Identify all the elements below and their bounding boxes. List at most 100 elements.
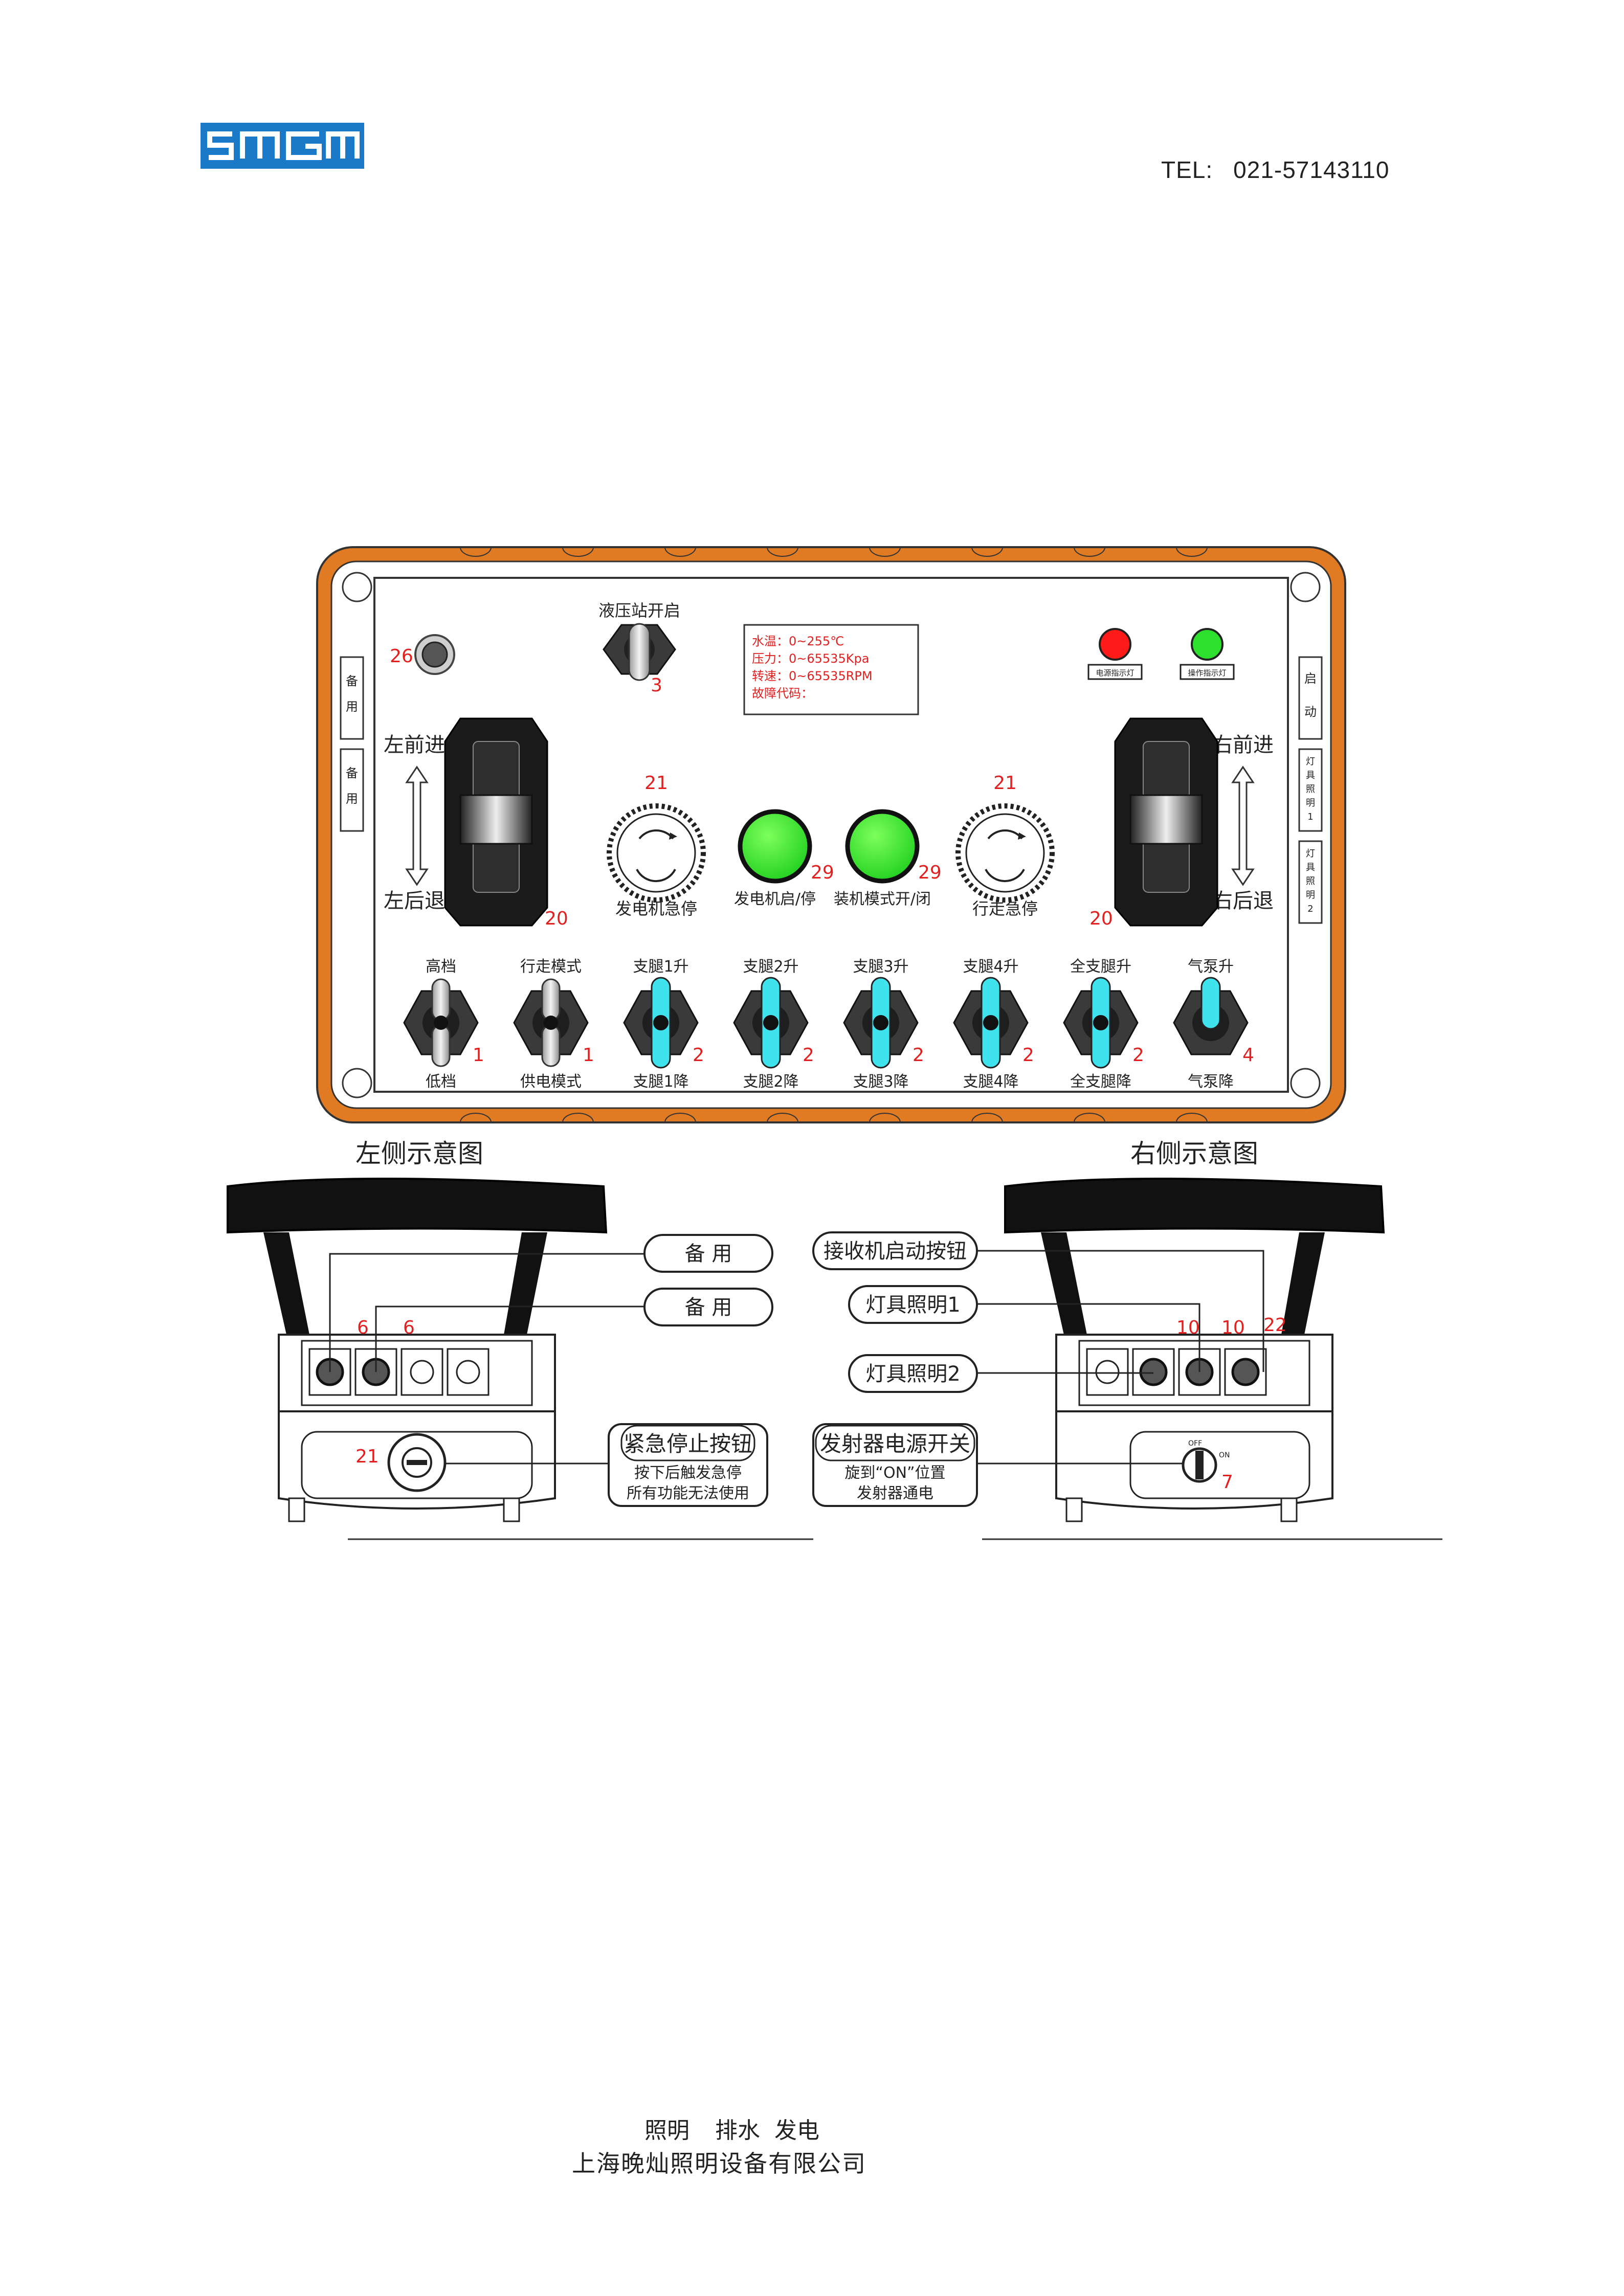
left-device (227, 1178, 813, 1540)
left-view-title: 左侧示意图 (355, 1139, 483, 1168)
toggle-switch-7[interactable] (1063, 977, 1139, 1069)
right-receiver-start-button[interactable] (1231, 1358, 1260, 1386)
generator-start-stop-button[interactable] (738, 809, 812, 884)
toggle-bottom-label-6: 支腿4降 (963, 1073, 1018, 1091)
toggle-num-6: 2 (1022, 1045, 1034, 1066)
knob-26-num: 26 (390, 646, 413, 667)
toggle-num-7: 2 (1132, 1045, 1144, 1066)
left-rail-1a: 备 (346, 674, 358, 688)
hydraulic-num: 3 (651, 675, 662, 696)
toggle-switch-1[interactable] (403, 978, 479, 1067)
generator-estop-button[interactable] (607, 803, 706, 903)
left-estop-num: 21 (355, 1446, 379, 1467)
toggle-switch-4[interactable] (733, 977, 809, 1069)
estop-right-label: 行走急停 (972, 899, 1038, 918)
right-forward-label: 右前进 (1212, 733, 1274, 757)
switch-on-label: ON (1219, 1451, 1230, 1459)
right-callout-receiver: 接收机启动按钮 (824, 1240, 967, 1263)
display-line-water: 水温：0~255℃ (752, 634, 844, 648)
left-rail-2a: 备 (346, 766, 358, 780)
tel-label: TEL: (1161, 156, 1213, 183)
switch-num: 7 (1221, 1472, 1233, 1493)
tel-line: TEL: 021-57143110 (1161, 156, 1389, 184)
power-indicator-label: 电源指示灯 (1096, 668, 1134, 678)
status-display (743, 624, 919, 715)
left-num-a: 6 (357, 1317, 369, 1338)
toggle-num-3: 2 (693, 1045, 704, 1066)
right-rail-start-b: 动 (1304, 705, 1317, 719)
estop-left-label: 发电机急停 (615, 899, 697, 918)
footer-power: 发电 (774, 2118, 819, 2144)
toggle-top-label-6: 支腿4升 (963, 958, 1018, 976)
toggle-top-label-5: 支腿3升 (853, 958, 908, 976)
estop-left-num: 21 (644, 773, 668, 794)
button-mode-num: 29 (918, 862, 942, 883)
right-backward-label: 右后退 (1212, 889, 1274, 913)
right-device (982, 1178, 1442, 1540)
left-num-b: 6 (403, 1317, 415, 1338)
button-gen-num: 29 (811, 862, 834, 883)
toggle-bottom-label-2: 供电模式 (520, 1073, 582, 1091)
right-rail-lamp2-3: 明 (1306, 890, 1315, 901)
footer-services: 照明排水发电 (644, 2112, 819, 2145)
power-callout-desc-1: 旋到“ON”位置 (844, 1464, 945, 1482)
right-rail-lamp2-4: 2 (1307, 904, 1313, 914)
left-estop-callout-title: 紧急停止按钮 (624, 1431, 752, 1456)
power-callout-title: 发射器电源开关 (820, 1431, 970, 1456)
toggle-switch-6[interactable] (953, 977, 1029, 1069)
right-view-title: 右侧示意图 (1130, 1139, 1258, 1168)
right-joystick-num: 20 (1089, 908, 1113, 929)
hydraulic-label: 液压站开启 (598, 601, 680, 620)
left-callout-spare-2: 备 用 (685, 1296, 732, 1319)
toggle-bottom-label-1: 低档 (426, 1073, 456, 1091)
button-mode-label: 装机模式开/闭 (834, 890, 931, 908)
smgm-logo (201, 123, 364, 169)
toggle-switch-2[interactable] (513, 978, 589, 1067)
switch-off-label: OFF (1188, 1439, 1202, 1448)
operation-indicator-label: 操作指示灯 (1188, 668, 1226, 678)
right-rail-lamp1-4: 1 (1307, 812, 1313, 822)
control-panel-diagram: 备 用 备 用 启 动 灯 具 照 明 1 灯 具 照 明 2 26 液压站开启… (316, 546, 1346, 1123)
right-num-c: 22 (1263, 1315, 1287, 1336)
left-backward-label: 左后退 (384, 889, 445, 913)
left-rail-1b: 用 (346, 700, 358, 714)
footer-lighting: 照明 (644, 2118, 689, 2144)
travel-estop-button[interactable] (955, 803, 1055, 903)
toggle-top-label-8: 气泵升 (1188, 958, 1234, 976)
right-num-a: 10 (1176, 1317, 1200, 1338)
toggle-bottom-label-4: 支腿2降 (743, 1073, 798, 1091)
toggle-bottom-label-7: 全支腿降 (1070, 1073, 1131, 1091)
knob-26[interactable] (414, 634, 455, 675)
side-views-diagram: 左侧示意图 右侧示意图 6 6 21 备 用 备 用 紧急停止按 (227, 1139, 1442, 1540)
right-callout-lamp1: 灯具照明1 (865, 1293, 960, 1317)
right-rail-lamp2-0: 灯 (1306, 848, 1315, 859)
toggle-top-label-2: 行走模式 (520, 958, 582, 976)
toggle-switch-5[interactable] (843, 977, 919, 1069)
power-callout-desc-2: 发射器通电 (857, 1484, 933, 1502)
power-indicator-light (1099, 628, 1131, 661)
toggle-switch-3[interactable] (623, 977, 699, 1069)
right-rail-lamp2-2: 照 (1306, 876, 1315, 887)
toggle-switch-row: 高档低档1行走模式供电模式1支腿1升支腿1降2支腿2升支腿2降2支腿3升支腿3降… (403, 958, 1254, 1091)
right-lamp2-button[interactable] (1139, 1358, 1168, 1386)
install-mode-button[interactable] (845, 809, 920, 884)
hydraulic-toggle[interactable] (603, 623, 676, 681)
tel-number: 021-57143110 (1233, 156, 1390, 183)
toggle-top-label-3: 支腿1升 (633, 958, 688, 976)
left-rail-2b: 用 (346, 792, 358, 806)
footer-company: 上海晚灿照明设备有限公司 (572, 2150, 866, 2177)
display-line-rpm: 转速：0~65535RPM (752, 669, 873, 683)
left-forward-label: 左前进 (384, 733, 445, 757)
toggle-num-1: 1 (473, 1045, 484, 1066)
toggle-switch-8[interactable] (1173, 977, 1249, 1055)
right-rail-lamp2-1: 具 (1306, 862, 1315, 873)
left-joystick[interactable] (444, 717, 548, 927)
right-joystick[interactable] (1114, 717, 1218, 927)
footer-drainage: 排水 (715, 2118, 760, 2144)
toggle-top-label-1: 高档 (426, 958, 456, 976)
toggle-num-4: 2 (803, 1045, 814, 1066)
left-estop-desc-1: 按下后触发急停 (634, 1464, 742, 1482)
right-rail-start-a: 启 (1304, 671, 1317, 686)
toggle-bottom-label-8: 气泵降 (1188, 1073, 1234, 1091)
toggle-bottom-label-3: 支腿1降 (633, 1073, 688, 1091)
